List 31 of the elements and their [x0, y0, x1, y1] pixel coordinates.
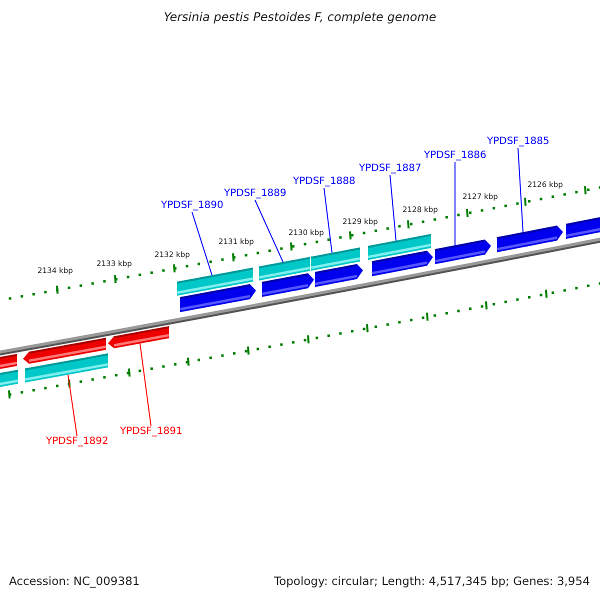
leader-line [518, 148, 524, 233]
gene-feature [314, 264, 363, 287]
gene-feature [108, 326, 170, 348]
gene-label: YPDSF_1891 [120, 427, 182, 437]
gene-label: YPDSF_1889 [224, 189, 286, 199]
gene-label: YPDSF_1885 [487, 137, 550, 147]
leader-line [140, 343, 152, 426]
gene-bar [0, 370, 18, 389]
genome-info-text: Topology: circular; Length: 4,517,345 bp; Genes: 3,954 [274, 576, 590, 588]
gene-bar [24, 353, 108, 382]
gene-label: YPDSF_1887 [359, 164, 422, 174]
gene-label: YPDSF_1886 [424, 151, 486, 161]
gene-feature [262, 273, 314, 297]
gene-feature [372, 250, 433, 276]
gene-bar [310, 247, 360, 271]
gene-feature [0, 354, 18, 370]
gene-label: YPDSF_1888 [293, 177, 356, 187]
title: Yersinia pestis Pestoides F, complete genome [162, 11, 438, 23]
gene-feature [566, 214, 600, 239]
gene-feature [496, 226, 563, 252]
leader-line [68, 374, 78, 436]
leader-line [192, 212, 212, 276]
gene-label: YPDSF_1892 [46, 437, 108, 447]
leader-line [324, 188, 332, 254]
gene-label: YPDSF_1890 [161, 201, 224, 211]
leader-line [390, 174, 396, 242]
gene-feature [180, 284, 256, 312]
gene-feature [434, 240, 491, 264]
accession-text: Accession: NC_009381 [9, 576, 140, 588]
leader-line [454, 162, 456, 246]
leader-line [254, 200, 284, 262]
